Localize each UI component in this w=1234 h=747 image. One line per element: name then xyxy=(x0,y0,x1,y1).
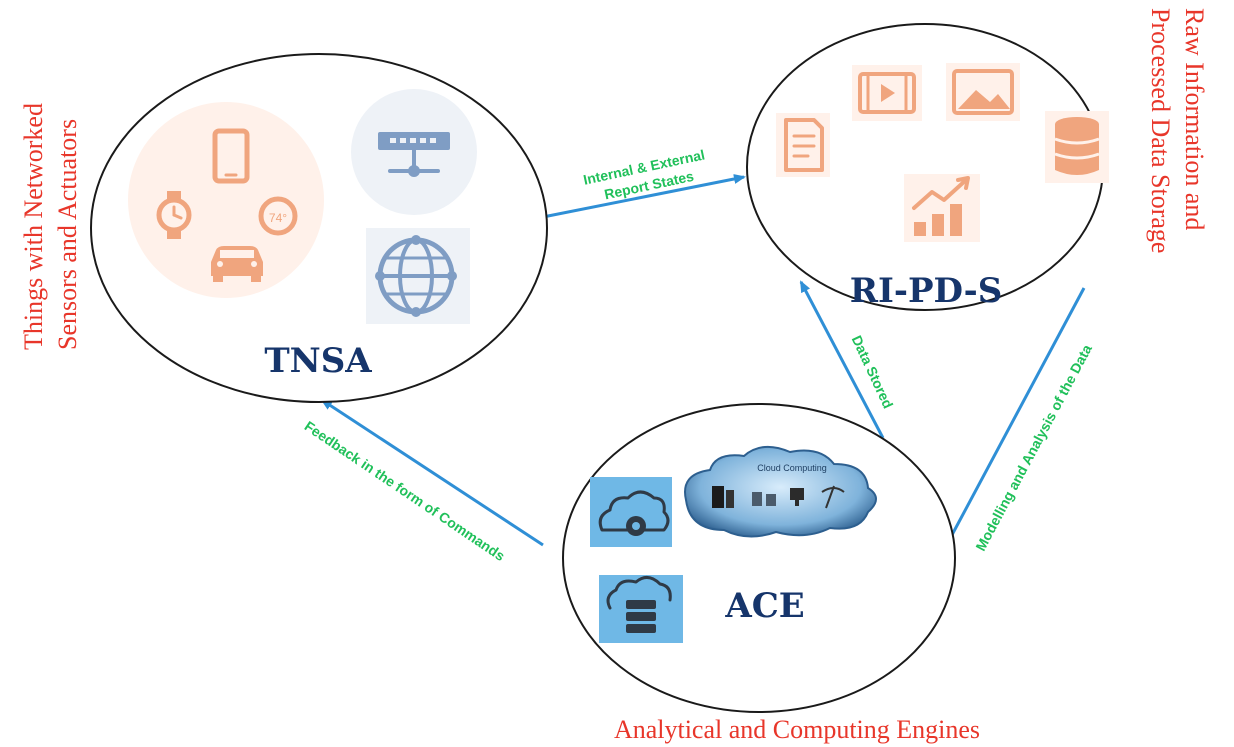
node-tnsa-label: TNSA xyxy=(264,341,372,381)
car-icon xyxy=(211,246,263,282)
node-ripds: RI-PD-S xyxy=(746,23,1109,311)
caption-tnsa: Things with Networked Sensors and Actuat… xyxy=(19,103,82,350)
caption-tnsa-line2: Sensors and Actuators xyxy=(53,119,82,350)
thermostat-value: 74° xyxy=(269,211,287,225)
cloud-server-icon xyxy=(599,575,683,643)
caption-ripds: Raw Information and Processed Data Stora… xyxy=(1146,8,1209,253)
image-icon xyxy=(946,63,1020,121)
cloud-computing-icon: Cloud Computing xyxy=(684,445,877,538)
node-ripds-label: RI-PD-S xyxy=(850,271,1003,311)
edge-ace-to-ripds xyxy=(799,280,885,439)
edge-ace-to-tnsa xyxy=(320,398,544,547)
node-ace: Cloud Computing ACE xyxy=(562,403,956,713)
caption-ripds-line2: Processed Data Storage xyxy=(1146,8,1175,253)
network-switch-icon xyxy=(351,89,477,215)
caption-ace: Analytical and Computing Engines xyxy=(614,715,980,744)
globe-network-icon xyxy=(366,228,470,324)
cloud-settings-icon xyxy=(590,477,672,547)
node-ace-label: ACE xyxy=(724,586,804,626)
edge-label-data-stored: Data Stored xyxy=(849,333,897,411)
caption-tnsa-line1: Things with Networked xyxy=(19,103,48,350)
edge-label-feedback: Feedback in the form of Commands xyxy=(302,418,508,564)
node-tnsa: 74° xyxy=(90,53,548,403)
database-icon xyxy=(1045,111,1109,183)
cloud-computing-title: Cloud Computing xyxy=(757,463,827,473)
edge-label-modelling: Modelling and Analysis of the Data xyxy=(972,342,1095,554)
thermostat-icon: 74° xyxy=(258,196,298,236)
edge-ripds-to-ace xyxy=(943,287,1086,550)
caption-ripds-line1: Raw Information and xyxy=(1180,8,1209,230)
growth-chart-icon xyxy=(904,174,980,242)
watch-icon xyxy=(156,191,192,239)
tablet-icon xyxy=(212,128,250,184)
edge-tnsa-to-ripds xyxy=(542,174,746,219)
devices-cluster-bg xyxy=(128,102,324,298)
document-icon xyxy=(776,113,830,177)
video-icon xyxy=(852,65,922,121)
